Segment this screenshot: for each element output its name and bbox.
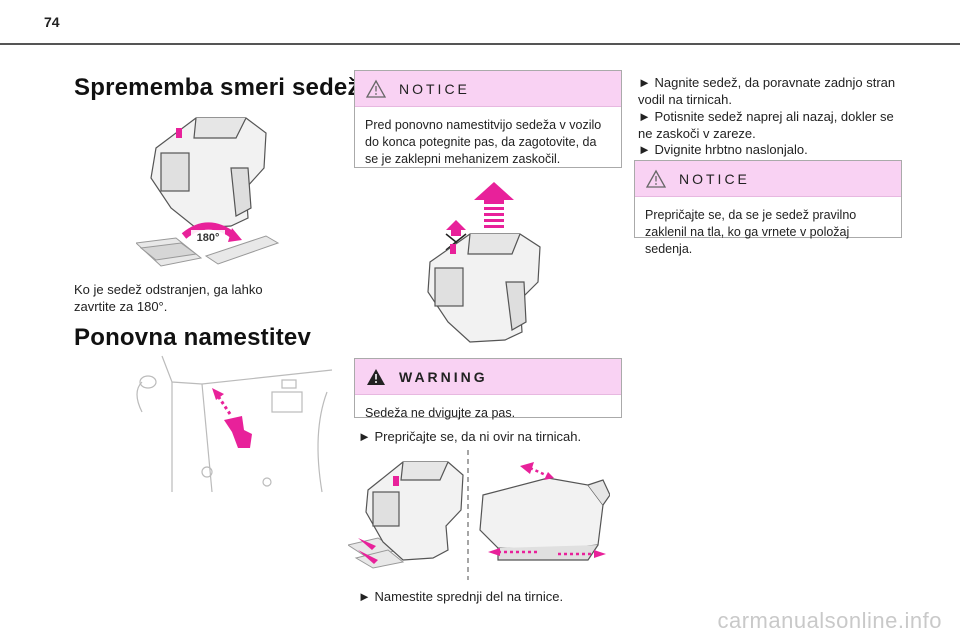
warning-triangle-outline-icon [645, 169, 667, 188]
step-raise-backrest: ► Dvignite hrbtno naslonjalo. [638, 142, 808, 157]
seat-rotation-illustration: 180° [136, 117, 280, 267]
warning-text: Sedeža ne dvigujte za pas. [365, 406, 516, 420]
warning-header: WARNING [355, 359, 621, 395]
step-check-rails: ► Prepričajte se, da ni ovir na tirnicah… [358, 429, 582, 444]
warning-triangle-outline-icon [365, 79, 387, 98]
header-divider [0, 43, 960, 45]
rotation-180-label: 180° [197, 232, 220, 244]
notice-title-1: NOTICE [399, 80, 470, 97]
notice-header-1: NOTICE [355, 71, 621, 107]
seat-lift-illustration [427, 182, 541, 343]
step-push-seat: ► Potisnite sedež naprej ali nazaj, dokl… [638, 109, 894, 141]
heading-seat-direction: Sprememba smeri sedeža [74, 74, 374, 101]
warning-box: WARNING Sedeža ne dvigujte za pas. [354, 358, 622, 420]
notice-text-2: Prepričajte se, da se je sedež pravilno … [645, 208, 857, 256]
heading-reinstallation: Ponovna namestitev [74, 324, 312, 351]
notice-box-2: NOTICE Prepričajte se, da se je sedež pr… [634, 160, 902, 256]
warning-title: WARNING [399, 368, 488, 385]
step-tilt-seat: ► Nagnite sedež, da poravnate zadnjo str… [638, 75, 896, 107]
watermark: carmanualsonline.info [717, 608, 942, 633]
notice-text-1: Pred ponovno namestitvijo sedeža v vozil… [365, 118, 602, 166]
step-place-front: ► Namestite sprednji del na tirnice. [358, 589, 564, 604]
notice-title-2: NOTICE [679, 170, 750, 187]
seat-rails-illustration [348, 450, 610, 580]
warning-triangle-filled-icon [367, 368, 385, 385]
paragraph-rotate-seat: Ko je sedež odstranjen, ga lahko zavrtit… [74, 282, 263, 314]
seat-handle-illustration [136, 355, 333, 493]
page-number: 74 [44, 14, 60, 30]
notice-header-2: NOTICE [635, 161, 901, 197]
notice-box-1: NOTICE Pred ponovno namestitvijo sedeža … [354, 70, 622, 168]
